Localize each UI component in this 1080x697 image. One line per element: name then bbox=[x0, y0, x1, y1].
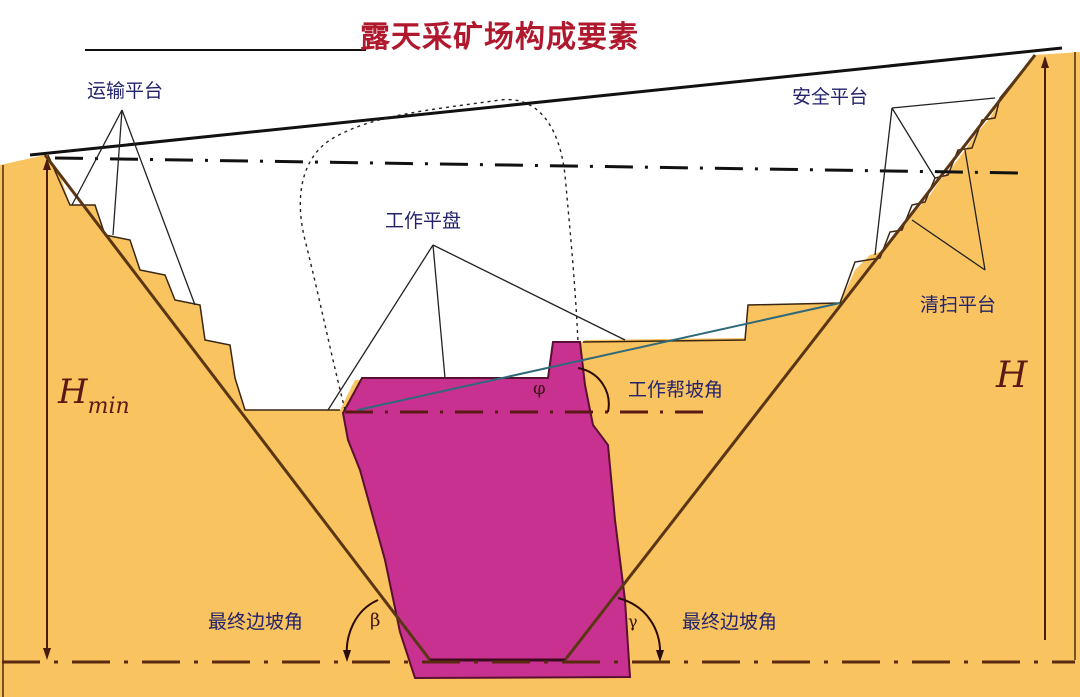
phi-angle-arc bbox=[577, 367, 610, 413]
symbol-beta: β bbox=[370, 610, 381, 631]
symbol-phi: φ bbox=[533, 378, 546, 399]
label-cleaning-platform: 清扫平台 bbox=[920, 294, 997, 316]
left-benches bbox=[47, 154, 340, 411]
ore-body bbox=[341, 341, 632, 680]
working-slope-line bbox=[357, 302, 841, 411]
final-slope-right bbox=[563, 54, 1037, 661]
label-transport-platform: 运输平台 bbox=[87, 80, 164, 102]
symbol-hmin-main: H bbox=[58, 372, 88, 412]
working-bench-leaders bbox=[327, 244, 626, 411]
symbol-gamma: γ bbox=[628, 612, 638, 631]
diagram-title: 露天采矿场构成要素 bbox=[360, 20, 639, 55]
rock-mass bbox=[0, 52, 1080, 697]
gamma-angle-arc bbox=[617, 597, 662, 659]
beta-arrow-head bbox=[343, 650, 351, 662]
symbol-hmin: Hmin bbox=[58, 372, 130, 419]
transport-platform-leaders bbox=[71, 109, 196, 306]
label-working-bench: 工作平盘 bbox=[385, 210, 462, 232]
label-final-slope-angle-right: 最终边坡角 bbox=[682, 611, 778, 633]
symbol-h: H bbox=[996, 355, 1028, 396]
h-arrow-top bbox=[1041, 56, 1049, 68]
safety-platform-leaders bbox=[874, 97, 996, 256]
label-working-slope-angle: 工作帮坡角 bbox=[628, 379, 724, 401]
reference-line-top bbox=[54, 156, 1021, 175]
cleaning-platform-leaders bbox=[911, 149, 986, 271]
working-area-outline bbox=[299, 98, 579, 411]
symbol-hmin-sub: min bbox=[87, 394, 130, 419]
label-safety-platform: 安全平台 bbox=[792, 86, 869, 108]
hmin-arrow-top bbox=[43, 158, 51, 170]
final-slope-left bbox=[43, 154, 432, 661]
gamma-arrow-head bbox=[656, 650, 664, 662]
label-final-slope-angle-left: 最终边坡角 bbox=[208, 611, 304, 633]
ground-surface-line bbox=[29, 46, 1063, 157]
hmin-arrow-bottom bbox=[43, 648, 51, 660]
